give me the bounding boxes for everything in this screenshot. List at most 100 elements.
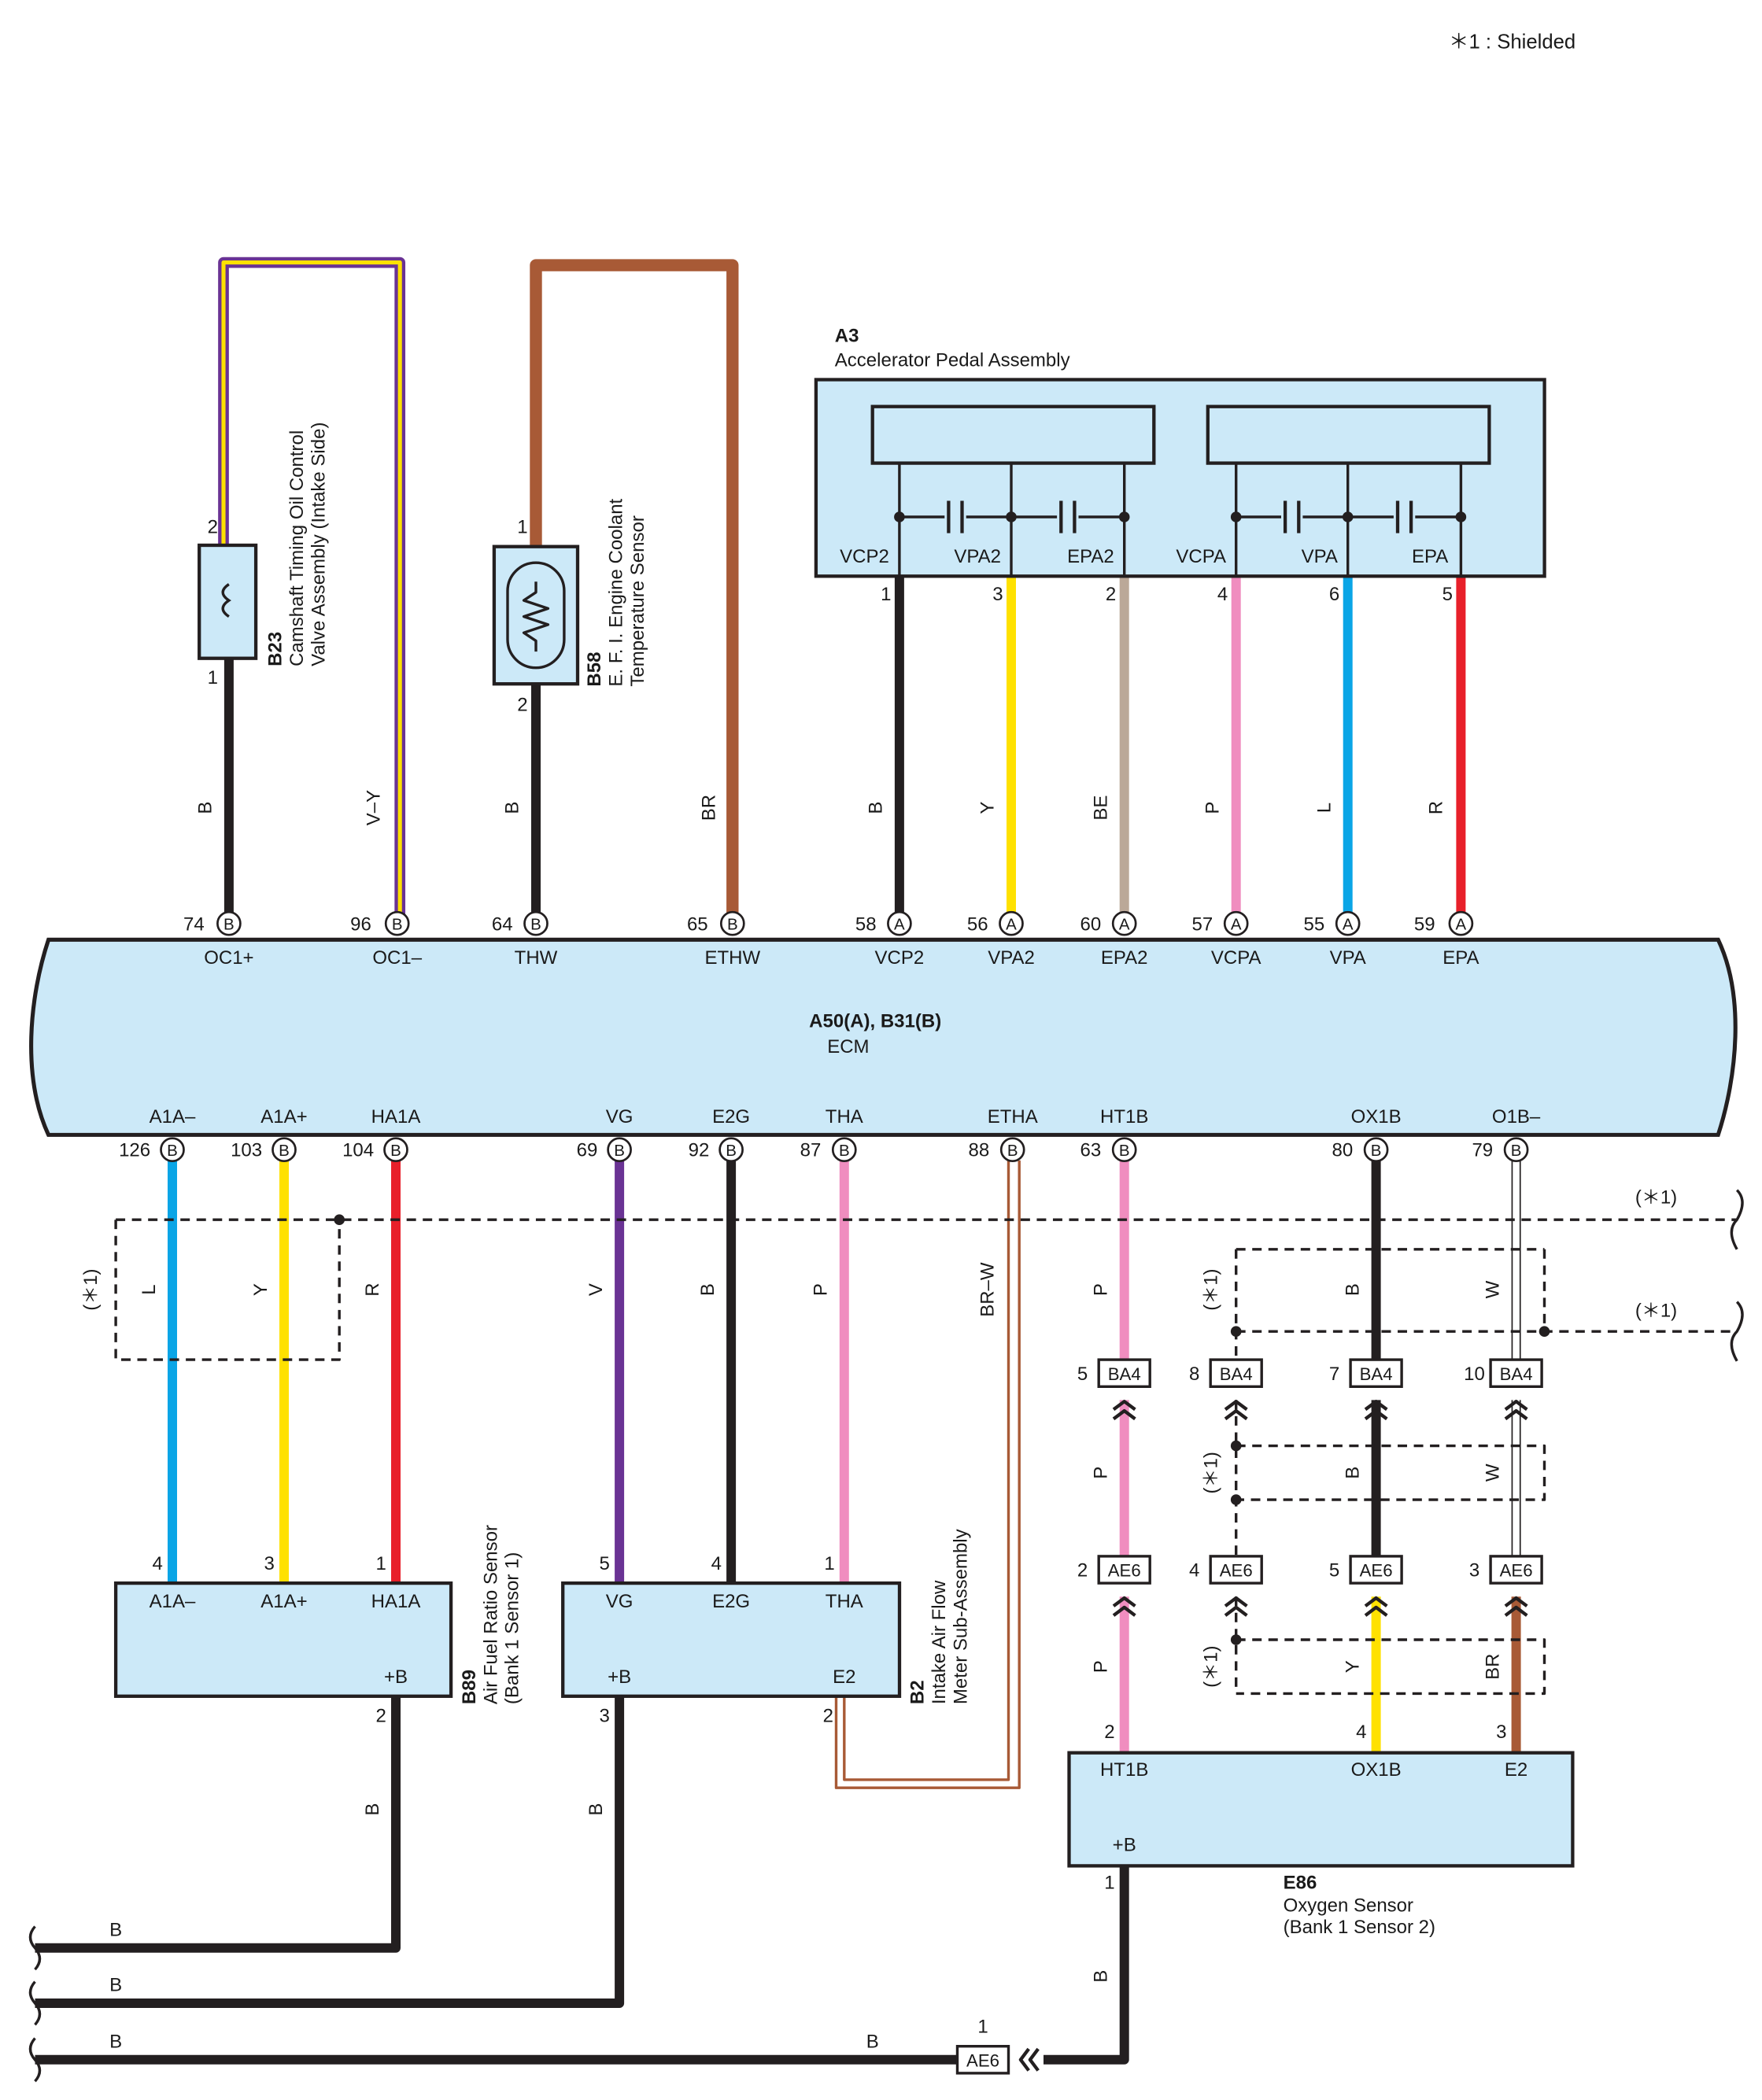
ecm-pin-number: 56: [967, 913, 988, 935]
b23-pin-top: 2: [208, 517, 218, 538]
ba4-pin: 7: [1329, 1364, 1339, 1385]
b2-pin: 5: [600, 1553, 610, 1574]
wire-etha-a: [843, 1160, 1010, 1781]
break-mark: [1730, 1189, 1744, 1250]
wire-color-label: B: [585, 1803, 607, 1816]
b2-e2-pin: 2: [823, 1705, 833, 1726]
ecm-pin-label: OC1+: [204, 947, 253, 969]
pin-conn-letter: A: [1343, 916, 1354, 934]
a3-term-pin: 6: [1329, 584, 1339, 605]
legend-shielded: ＊1 : Shielded: [1449, 31, 1575, 54]
pin-conn-letter: B: [1007, 1142, 1018, 1160]
wire-color-label: P: [811, 1283, 832, 1296]
ecm-top-pin: [1335, 910, 1361, 936]
ecm-top-pin: [1111, 910, 1137, 936]
chevron-icon: [1504, 1400, 1528, 1412]
ae6-pin: 2: [1077, 1560, 1088, 1581]
ecm-bottom-pin: [831, 1137, 857, 1163]
junction-dot: [1230, 1440, 1242, 1452]
wire-color-label: W: [1482, 1280, 1503, 1298]
pin-conn-letter: B: [727, 916, 738, 934]
pin-conn-letter: B: [726, 1142, 737, 1160]
shield-low: [1236, 1638, 1546, 1696]
shield-junction: [334, 1214, 345, 1225]
b89-pin: 3: [264, 1553, 275, 1574]
chevron-icon: [1364, 1596, 1388, 1607]
shield-label: (＊1): [80, 1268, 102, 1310]
b58-pin-top: 1: [517, 517, 527, 538]
ecm-pin-label: HA1A: [371, 1106, 421, 1128]
shield-label: (＊1): [1201, 1268, 1222, 1310]
ecm-pin-number: 74: [183, 913, 205, 935]
b89-code: B89: [459, 1670, 480, 1704]
wire-color-label: B: [866, 2031, 879, 2052]
ecm-pin-label: E2G: [712, 1106, 750, 1128]
a3-term-pin: 4: [1217, 584, 1228, 605]
ecm-pin-label: OC1–: [372, 947, 422, 969]
chevron-icon: [1224, 1400, 1248, 1412]
wire-color-label: B: [109, 1975, 122, 1996]
ecm-bottom-pin: [160, 1137, 185, 1163]
ecm-pin-label: HT1B: [1100, 1106, 1148, 1128]
ecm-pin-label: EPA: [1442, 947, 1479, 969]
ecm-pin-number: 55: [1304, 913, 1325, 935]
wire-color-label: P: [1202, 802, 1224, 814]
b2-body: [561, 1581, 902, 1698]
chevron-icon: [1364, 1400, 1388, 1412]
pin-conn-letter: B: [223, 916, 235, 934]
chevron-icon: [1504, 1408, 1528, 1421]
wire-color-label: P: [1090, 1660, 1111, 1673]
connector-ae6: [1209, 1555, 1263, 1585]
chevron-icon: [1224, 1408, 1248, 1421]
b89-plus-b-pin: 2: [376, 1705, 386, 1726]
a3-term-label: VCP2: [840, 546, 889, 567]
coil-icon: [221, 583, 231, 618]
wire-color-label: Y: [250, 1283, 272, 1296]
junction-dot: [1230, 1634, 1242, 1645]
shield-label: (＊1): [1635, 1187, 1677, 1209]
ba4-pin: 5: [1077, 1364, 1088, 1385]
chevron-icon: [1364, 1605, 1388, 1617]
ae6-label: AE6: [1500, 1561, 1533, 1581]
a3-code: A3: [835, 326, 859, 347]
pin-conn-letter: B: [167, 1142, 178, 1160]
ecm-pin-label: VCPA: [1211, 947, 1261, 969]
chevron-icon: [1504, 1605, 1528, 1617]
break-mark: [28, 1980, 42, 2026]
break-mark: [28, 2037, 42, 2083]
wire-color-label: B: [109, 1919, 122, 1940]
ae6-pin: 3: [1469, 1560, 1479, 1581]
a3-sensor-2: [1206, 404, 1491, 465]
b58-name1: E. F. I. Engine Coolant: [606, 498, 627, 686]
b23-pin-bot: 1: [208, 667, 218, 688]
thermistor-icon: [506, 561, 566, 670]
a3-term-pin: 5: [1442, 584, 1453, 605]
e86-plus-b-pin: 1: [1104, 1873, 1114, 1894]
a3-term-pin: 1: [881, 584, 891, 605]
ecm-pin-number: 103: [231, 1140, 262, 1161]
wire-etha-b: [834, 1160, 1021, 1789]
pin-conn-letter: A: [1231, 916, 1242, 934]
chevron-icon: [1112, 1596, 1136, 1607]
ecm-bottom-pin: [272, 1137, 297, 1163]
ba4-label: BA4: [1108, 1364, 1141, 1384]
a3-term-label: EPA2: [1067, 546, 1114, 567]
ecm-pin-label: EPA2: [1101, 947, 1148, 969]
ground-wire-2: [35, 1696, 625, 2008]
b89-name2: (Bank 1 Sensor 1): [502, 1552, 523, 1704]
wire-color-label: R: [362, 1283, 383, 1296]
ecm-pin-number: 92: [689, 1140, 710, 1161]
wire-color-label: L: [1314, 803, 1335, 813]
wire-color-label: V–Y: [364, 790, 385, 825]
ae6-label: AE6: [1220, 1561, 1253, 1581]
a3-term-label: VPA: [1302, 546, 1338, 567]
a3-sensor-1: [870, 404, 1156, 465]
ecm-pin-number: 87: [800, 1140, 822, 1161]
ecm-pin-label: A1A+: [260, 1106, 307, 1128]
pin-conn-letter: B: [839, 1142, 850, 1160]
ecm-pin-number: 57: [1192, 913, 1213, 935]
chevron-icon: [1224, 1596, 1248, 1607]
ecm-top-pin: [384, 910, 410, 936]
